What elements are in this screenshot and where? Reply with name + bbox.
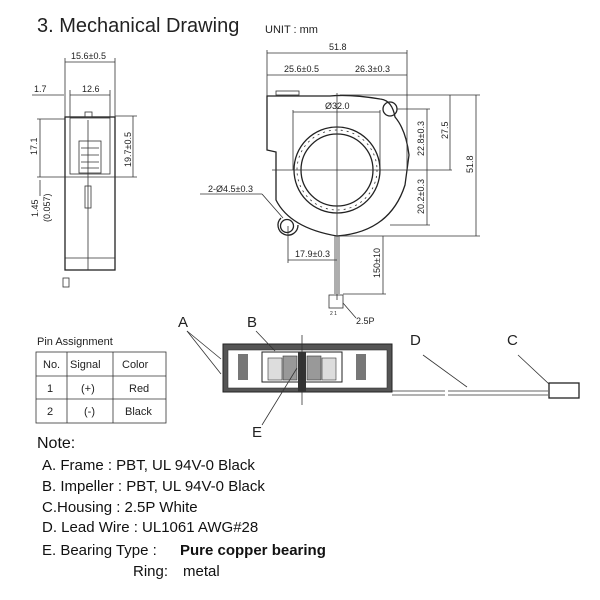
row1-color: Red: [129, 383, 149, 395]
row1-signal: (+): [81, 383, 95, 395]
header-no: No.: [43, 359, 60, 371]
dim-height-inner: 17.1: [29, 137, 39, 155]
unit-label: UNIT : mm: [265, 24, 318, 36]
page-title: 3. Mechanical Drawing: [37, 15, 239, 37]
dim-hole-to-center: 22.8±0.3: [416, 121, 426, 156]
note-bearing-label: E. Bearing Type :: [42, 542, 157, 559]
note-impeller: B. Impeller : PBT, UL 94V-0 Black: [42, 478, 265, 495]
side-view: 15.6±0.5 12.6 1.7 17.1 19.7±0.5 1.45 (0.…: [29, 51, 137, 288]
label-e: E: [252, 424, 262, 441]
dim-hole-offset: 17.9±0.3: [295, 249, 330, 259]
label-b: B: [247, 314, 257, 331]
label-a: A: [178, 314, 188, 331]
front-view: 2 1 2.5P 51.8 25.6±0.5 26.3±0.3 Ø32.0 22…: [200, 42, 480, 326]
note-frame: A. Frame : PBT, UL 94V-0 Black: [42, 457, 255, 474]
header-color: Color: [122, 359, 149, 371]
note-bearing-value: Pure copper bearing: [180, 542, 326, 559]
label-c: C: [507, 332, 518, 349]
dim-width-inner: 12.6: [82, 84, 100, 94]
dim-step: 1.45: [30, 199, 40, 217]
pin-table-title: Pin Assignment: [37, 336, 113, 348]
row2-no: 2: [47, 406, 53, 418]
note-housing: C.Housing : 2.5P White: [42, 499, 198, 516]
cross-section: A B D C E: [178, 314, 580, 441]
notes: Note: A. Frame : PBT, UL 94V-0 Black B. …: [37, 435, 326, 580]
connector-label: 2.5P: [356, 316, 375, 326]
notes-heading: Note:: [37, 435, 75, 452]
dim-left-half: 25.6±0.5: [284, 64, 319, 74]
label-d: D: [410, 332, 421, 349]
dim-height-outer: 19.7±0.5: [123, 132, 133, 167]
row2-signal: (-): [84, 406, 95, 418]
dim-wire-length: 150±10: [372, 248, 382, 278]
dim-center-to-hole: 20.2±0.3: [416, 179, 426, 214]
dim-mount-holes: 2-Ø4.5±0.3: [208, 184, 253, 194]
dim-step-inch: (0.057): [42, 193, 52, 222]
dim-offset: 1.7: [34, 84, 47, 94]
pin-numbers: 2 1: [330, 311, 337, 317]
dim-inlet-diameter: Ø32.0: [325, 101, 350, 111]
header-signal: Signal: [70, 359, 101, 371]
row2-color: Black: [125, 406, 152, 418]
dim-top-to-center: 27.5: [440, 121, 450, 139]
row1-no: 1: [47, 383, 53, 395]
dim-right-half: 26.3±0.3: [355, 64, 390, 74]
note-ring-value: metal: [183, 563, 220, 580]
note-ring-label: Ring:: [133, 563, 168, 580]
pin-assignment-table: Pin Assignment No. Signal Color 1 (+) Re…: [35, 336, 167, 424]
dim-front-height: 51.8: [465, 155, 475, 173]
dim-width-total: 15.6±0.5: [71, 51, 106, 61]
dim-front-width: 51.8: [329, 42, 347, 52]
note-lead-wire: D. Lead Wire : UL1061 AWG#28: [42, 519, 258, 536]
